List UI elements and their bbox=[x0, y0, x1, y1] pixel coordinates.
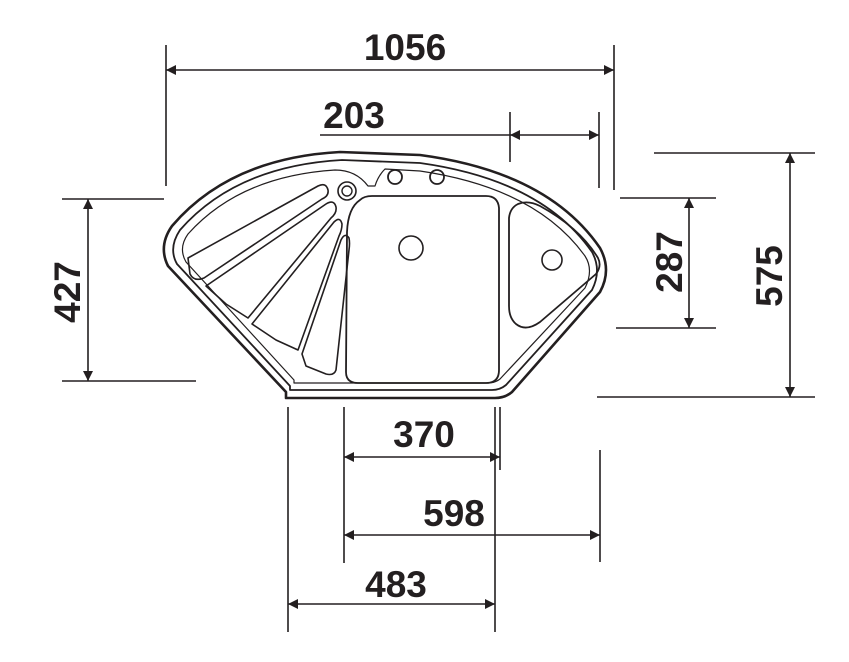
label-overall-depth: 575 bbox=[749, 245, 790, 307]
tap-hole-1 bbox=[387, 169, 403, 185]
drainer-groove-2 bbox=[205, 201, 337, 319]
drainer-hole-inner bbox=[341, 185, 353, 197]
label-left-height: 427 bbox=[47, 261, 88, 323]
drainer-groove-3 bbox=[251, 218, 343, 351]
label-front-width: 598 bbox=[423, 493, 485, 534]
sink-outline bbox=[162, 150, 608, 400]
small-bowl-drain bbox=[541, 249, 563, 271]
drainer-groove-4 bbox=[301, 234, 351, 376]
sink-outer-rim bbox=[162, 150, 608, 400]
dimension-overall-width: 1056 bbox=[165, 27, 615, 190]
label-overall-width: 1056 bbox=[364, 27, 446, 68]
label-front-edge: 483 bbox=[365, 564, 427, 605]
dimension-tap-offset: 203 bbox=[320, 95, 600, 188]
label-main-bowl-width: 370 bbox=[393, 414, 455, 455]
dimension-overall-depth: 575 bbox=[597, 152, 815, 398]
tap-hole-2 bbox=[429, 169, 445, 185]
dimension-small-bowl-height: 287 bbox=[616, 197, 716, 329]
drainer-groove-1 bbox=[187, 183, 329, 281]
label-small-bowl-height: 287 bbox=[649, 231, 690, 293]
drainer-grooves bbox=[187, 183, 351, 376]
main-bowl-drain bbox=[398, 235, 424, 261]
label-tap-offset: 203 bbox=[323, 95, 385, 136]
small-bowl bbox=[508, 201, 601, 329]
dimension-front-edge: 483 bbox=[287, 407, 496, 632]
dimension-main-bowl-width: 370 bbox=[343, 407, 501, 563]
drainer-hole-outer bbox=[337, 181, 357, 201]
sink-inner-rim bbox=[172, 159, 598, 391]
dimension-front-width: 598 bbox=[344, 450, 601, 562]
sink-rim-ridge bbox=[181, 168, 591, 384]
main-bowl bbox=[345, 195, 500, 384]
dimension-left-height: 427 bbox=[47, 198, 196, 382]
